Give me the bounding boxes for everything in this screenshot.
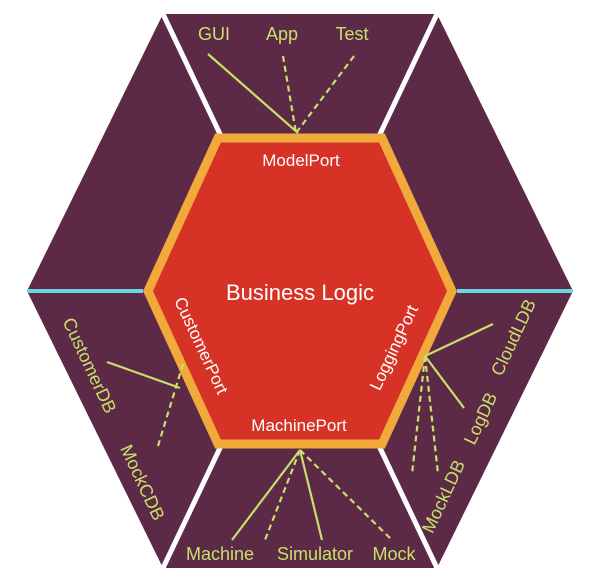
core-label: Business Logic — [226, 280, 374, 305]
adapter-label-machine: Machine — [186, 544, 254, 564]
connector-cloudldb — [424, 323, 494, 357]
connectors-right — [410, 323, 494, 475]
separator-bottom-right — [376, 444, 441, 572]
connectors-bottom — [231, 449, 393, 541]
connector-machine — [231, 449, 301, 541]
connector-simulator-a — [263, 449, 302, 541]
adapter-label-test: Test — [335, 24, 368, 44]
inner-hexagon — [143, 133, 457, 449]
connector-logdb — [424, 355, 465, 409]
adapter-label-gui: GUI — [198, 24, 230, 44]
separator-bottom-left — [159, 444, 224, 572]
connector-gui — [207, 53, 299, 134]
port-label-bottom: MachinePort — [251, 416, 347, 435]
connector-mock — [299, 449, 393, 541]
sector-separators — [159, 10, 441, 572]
connector-app — [281, 55, 298, 134]
connector-test — [295, 55, 355, 134]
connectors-top — [207, 53, 355, 134]
adapter-label-app: App — [266, 24, 298, 44]
adapter-label-mock: Mock — [372, 544, 416, 564]
port-label-top: ModelPort — [262, 151, 340, 170]
separator-top-left — [159, 10, 224, 138]
connector-mockcdb — [156, 363, 185, 447]
adapter-label-simulator: Simulator — [277, 544, 353, 564]
connector-simulator-b — [298, 449, 324, 541]
connectors-left — [106, 360, 185, 447]
connector-customerdb — [106, 360, 181, 390]
separator-top-right — [376, 10, 441, 138]
